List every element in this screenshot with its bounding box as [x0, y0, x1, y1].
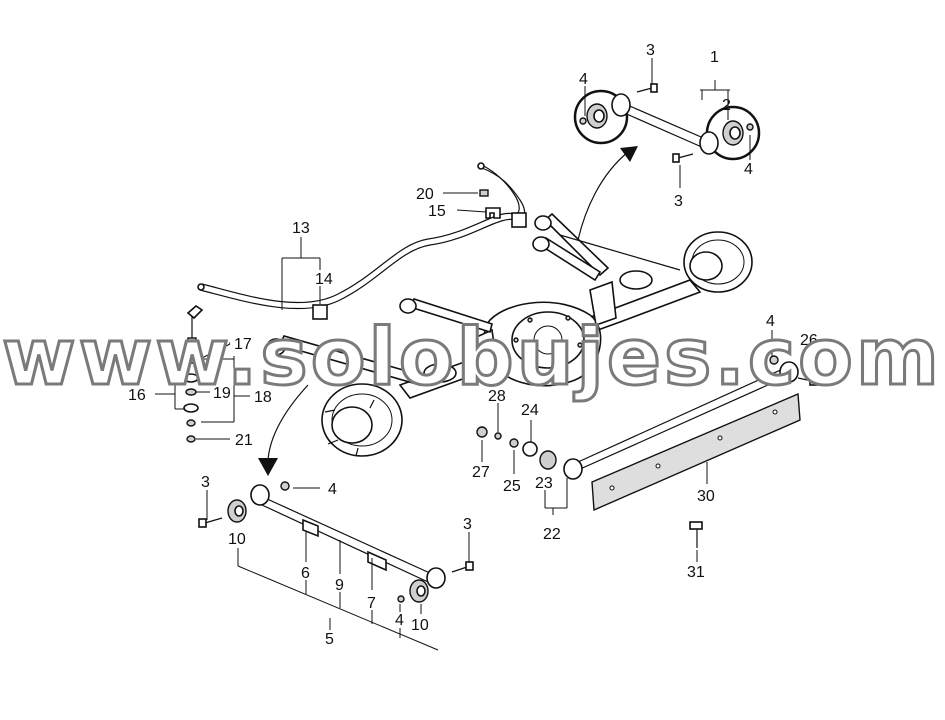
label-26: 26: [800, 332, 818, 349]
label-16: 16: [128, 387, 146, 404]
label-3: 3: [463, 516, 472, 533]
label-17: 17: [234, 336, 252, 353]
upper-arms-installed: [532, 212, 681, 282]
watermark: www.solobujes.com: [2, 313, 942, 403]
panhard-rod: [563, 355, 818, 480]
label-22: 22: [543, 526, 561, 543]
label-5: 5: [325, 631, 334, 648]
detail-arrow-lower: [267, 384, 309, 461]
label-3: 3: [201, 474, 210, 491]
label-4: 4: [328, 481, 337, 498]
label-31: 31: [687, 564, 705, 581]
label-10: 10: [228, 531, 246, 548]
label-7: 7: [367, 595, 376, 612]
part-labels: 1 2 3 4 3 4 13 14 20 15 17 18 16 19 21 2…: [128, 42, 818, 648]
detail-arrowhead-upper: [620, 146, 638, 162]
guard-plate: [591, 392, 801, 548]
panhard-bushings: [476, 426, 557, 470]
label-23: 23: [535, 475, 553, 492]
label-21: 21: [235, 432, 253, 449]
stabilizer-bar: [197, 162, 527, 320]
label-6: 6: [301, 565, 310, 582]
label-4: 4: [744, 161, 753, 178]
label-2: 2: [722, 97, 731, 114]
stabilizer-bushing-left: [312, 304, 328, 320]
lower-arms-installed: [266, 298, 493, 386]
detail-arrowhead-lower: [258, 458, 278, 476]
label-14: 14: [315, 271, 333, 288]
label-4: 4: [395, 612, 404, 629]
label-27: 27: [472, 464, 490, 481]
label-25: 25: [503, 478, 521, 495]
label-1: 1: [710, 49, 719, 66]
label-20: 20: [416, 186, 434, 203]
label-9: 9: [335, 577, 344, 594]
label-18: 18: [254, 389, 272, 406]
label-3: 3: [674, 193, 683, 210]
rear-axle-housing: [321, 231, 753, 457]
detail-arrow-upper: [577, 151, 629, 241]
label-28: 28: [488, 388, 506, 405]
stabilizer-link: [186, 304, 204, 345]
label-24: 24: [521, 402, 539, 419]
label-15: 15: [428, 203, 446, 220]
label-13: 13: [292, 220, 310, 237]
label-3: 3: [646, 42, 655, 59]
label-30: 30: [697, 488, 715, 505]
clamp-and-bolt: [479, 189, 501, 219]
leader-lines: [155, 58, 811, 651]
stabilizer-bushing-right: [511, 212, 527, 228]
link-bushing-stack: [183, 354, 200, 443]
label-4: 4: [579, 71, 588, 88]
label-19: 19: [213, 385, 231, 402]
lower-link-assembly: [198, 481, 474, 603]
label-4: 4: [766, 313, 775, 330]
upper-link-assembly: [573, 83, 761, 163]
label-10: 10: [411, 617, 429, 634]
